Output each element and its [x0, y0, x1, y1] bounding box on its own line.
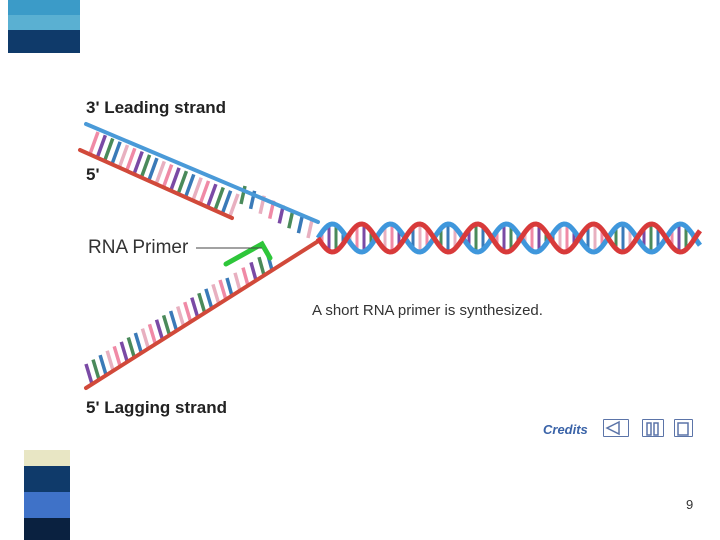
- base-pair-rung: [220, 190, 233, 214]
- rna-primer: [223, 240, 273, 267]
- base-pair-rung: [176, 170, 189, 194]
- base-pair-rung: [257, 256, 266, 276]
- base-pair-rung: [241, 267, 250, 287]
- base-pair-rung: [105, 350, 115, 372]
- base-pair-rung: [88, 131, 100, 155]
- leading-strand-backbone: [84, 122, 320, 224]
- base-pair-rung: [206, 183, 218, 207]
- base-pair-rung: [296, 214, 305, 234]
- base-pair-rung: [306, 219, 314, 239]
- caption: A short RNA primer is synthesized.: [312, 302, 543, 319]
- base-pair-rung: [103, 137, 115, 162]
- base-pair-rung: [162, 164, 174, 188]
- base-pair-rung: [169, 167, 181, 191]
- base-pair-rung: [228, 193, 240, 217]
- base-pair-rung: [110, 141, 122, 165]
- base-pair-rung: [140, 328, 151, 350]
- base-pair-rung: [168, 310, 179, 332]
- decoration-segment: [8, 30, 80, 53]
- base-pair-rung: [218, 279, 228, 301]
- decoration-segment: [8, 15, 80, 30]
- top-left-decoration: [0, 0, 80, 53]
- stop-button[interactable]: [642, 419, 664, 437]
- base-pair-rung: [147, 323, 158, 345]
- base-pair-rung: [119, 341, 129, 363]
- base-pair-rung: [184, 173, 196, 198]
- base-pair-rung: [98, 354, 108, 376]
- helix-strand-red: [315, 221, 703, 255]
- base-pair-rung: [84, 363, 94, 385]
- play-icon: [677, 422, 689, 436]
- base-pair-rung: [176, 306, 186, 328]
- base-pair-rung: [132, 150, 144, 175]
- base-pair-rung: [249, 261, 258, 281]
- rna-primer-label: RNA Primer: [88, 237, 189, 258]
- credits-link[interactable]: Credits: [543, 422, 588, 437]
- decoration-segment: [8, 0, 80, 15]
- base-pair-rung: [154, 160, 166, 184]
- base-pair-rung: [95, 134, 108, 158]
- leading-strand-label: 3' Leading strand: [86, 98, 227, 117]
- base-pair-rung: [117, 144, 130, 168]
- decoration-segment: [24, 518, 70, 540]
- base-pair-rung: [112, 345, 122, 367]
- base-pair-rung: [197, 292, 207, 314]
- five-prime-end-label: 5': [86, 165, 100, 184]
- base-pair-rung: [225, 277, 234, 297]
- base-pair-rung: [126, 336, 136, 358]
- base-pair-rung: [204, 288, 214, 310]
- base-pair-rung: [133, 332, 144, 354]
- base-pair-rung: [211, 283, 221, 305]
- base-pair-rung: [190, 297, 200, 319]
- decoration-segment: [24, 450, 70, 466]
- lagging-strand-backbone: [84, 238, 322, 390]
- decoration-segment: [24, 492, 70, 518]
- decoration-segment: [24, 466, 70, 492]
- base-pair-rung: [233, 272, 242, 292]
- base-pair-rung: [125, 147, 137, 171]
- previous-button[interactable]: [603, 419, 629, 437]
- lagging-strand-label: 5' Lagging strand: [86, 398, 227, 417]
- base-pair-rung: [91, 359, 101, 381]
- base-pair-rung: [183, 301, 193, 323]
- base-pair-rung: [147, 157, 159, 181]
- base-pair-rung: [191, 177, 203, 201]
- stop-icon: [646, 422, 659, 436]
- base-pair-rung: [213, 186, 225, 211]
- base-pair-rung: [287, 209, 295, 229]
- play-button[interactable]: [674, 419, 693, 437]
- bottom-left-decoration: [0, 450, 80, 540]
- base-pair-rung: [198, 180, 211, 204]
- base-pair-rung: [161, 314, 172, 336]
- base-pair-rung: [154, 319, 165, 341]
- previous-icon: [605, 420, 620, 436]
- page-number: 9: [686, 497, 694, 512]
- leading-template-backbone: [78, 148, 234, 220]
- base-pair-rung: [139, 154, 152, 178]
